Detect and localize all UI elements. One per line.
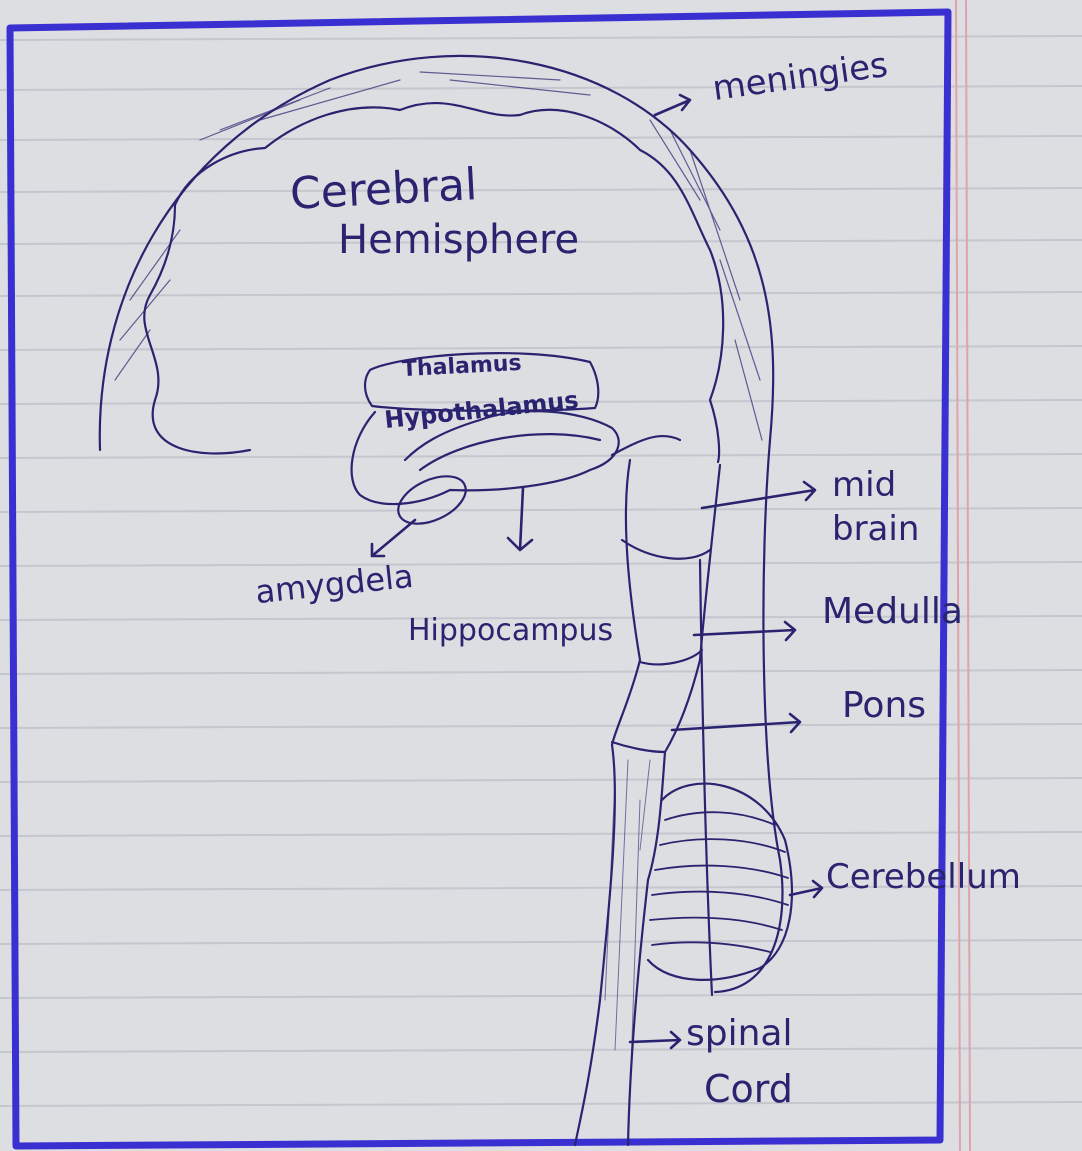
label-brain: brain: [832, 512, 919, 546]
label-pons: Pons: [842, 688, 926, 724]
label-cerebellum: Cerebellum: [826, 860, 1021, 894]
label-cerebral: Cerebral: [289, 163, 478, 217]
label-spinal: spinal: [686, 1016, 793, 1052]
label-hippocampus: Hippocampus: [408, 616, 613, 646]
label-mid: mid: [832, 468, 896, 502]
label-hemisphere: Hemisphere: [338, 220, 579, 260]
label-cord: Cord: [704, 1070, 793, 1108]
label-medulla: Medulla: [822, 594, 963, 630]
